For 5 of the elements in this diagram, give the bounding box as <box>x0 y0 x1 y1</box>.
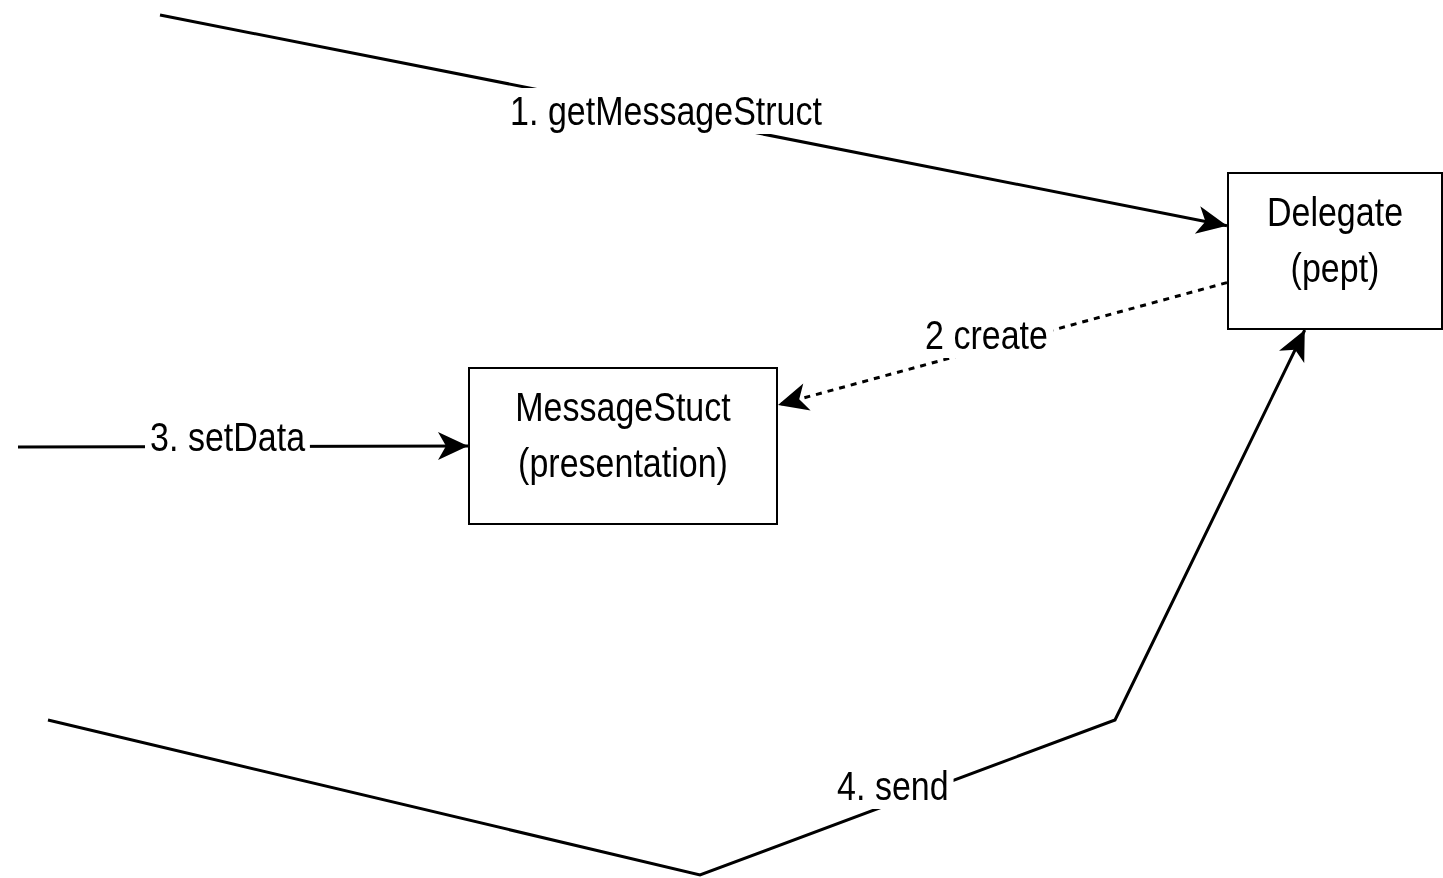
class-box <box>1227 172 1443 330</box>
class-name: MessageStuct (presentation) <box>514 384 732 487</box>
class-name: Delegate (pept) <box>1265 189 1405 292</box>
arrow <box>47 329 1307 877</box>
class-box <box>468 367 778 525</box>
